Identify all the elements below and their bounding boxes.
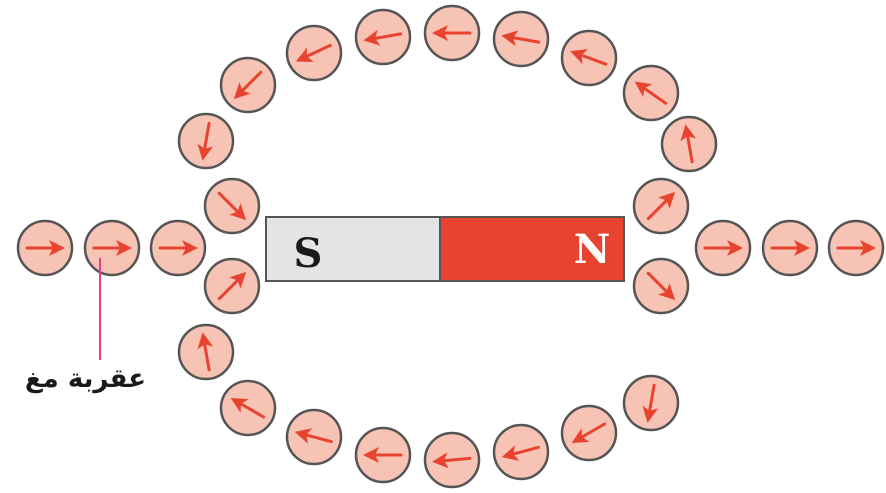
compass-needle-arrow-icon bbox=[25, 240, 65, 256]
magnet-north-pole bbox=[439, 216, 625, 282]
compass bbox=[622, 374, 680, 432]
compass bbox=[632, 257, 690, 315]
compass-needle-arrow-icon bbox=[570, 49, 608, 66]
compass bbox=[492, 10, 550, 68]
compass-needle-arrow-icon bbox=[432, 452, 472, 469]
compass bbox=[660, 115, 718, 173]
compass-needle-arrow-icon bbox=[501, 30, 541, 47]
compass-needle-arrow-icon bbox=[836, 240, 876, 256]
compass-layer bbox=[16, 4, 885, 489]
compass-needle-arrow-icon bbox=[770, 240, 810, 256]
compass-needle-arrow-icon bbox=[501, 445, 540, 461]
compass bbox=[177, 112, 235, 170]
compass-needle-arrow-icon bbox=[432, 25, 472, 41]
compass-needle-arrow-icon bbox=[363, 447, 403, 463]
compass bbox=[149, 219, 207, 277]
compass-needle-arrow-icon bbox=[197, 332, 214, 372]
compass-needle-arrow-icon bbox=[680, 124, 697, 164]
compass bbox=[16, 219, 74, 277]
compass bbox=[492, 423, 550, 481]
compass bbox=[203, 177, 261, 235]
compass bbox=[560, 29, 618, 87]
bar-magnet: S N bbox=[265, 216, 625, 282]
compass-needle-arrow-icon bbox=[634, 81, 668, 105]
compass bbox=[423, 4, 481, 62]
compass bbox=[827, 219, 885, 277]
compass-needle-arrow-icon bbox=[217, 191, 247, 221]
compass-needle-arrow-icon bbox=[642, 383, 659, 423]
compass-needle-arrow-icon bbox=[295, 43, 332, 62]
compass bbox=[219, 379, 277, 437]
compass bbox=[761, 219, 819, 277]
magnet-south-pole bbox=[265, 216, 441, 282]
compass-needle-arrow-icon bbox=[571, 422, 607, 443]
compass bbox=[560, 404, 618, 462]
south-pole-label: S bbox=[294, 230, 323, 277]
compass bbox=[285, 24, 343, 82]
north-pole-label: N bbox=[574, 226, 611, 273]
compass bbox=[354, 8, 412, 66]
compass bbox=[177, 323, 235, 381]
compass bbox=[423, 431, 481, 489]
compass-needle-arrow-icon bbox=[703, 240, 743, 256]
compass-needle-arrow-icon bbox=[294, 428, 333, 444]
compass-needle-arrow-icon bbox=[197, 121, 214, 161]
compass-needle-arrow-icon bbox=[158, 240, 198, 256]
compass bbox=[203, 257, 261, 315]
compass-needle-arrow-icon bbox=[363, 29, 403, 46]
compass bbox=[83, 219, 141, 277]
compass bbox=[694, 219, 752, 277]
compass bbox=[285, 408, 343, 466]
compass-needle-arrow-icon bbox=[92, 240, 132, 256]
compass bbox=[219, 56, 277, 114]
compass bbox=[622, 64, 680, 122]
compass bbox=[632, 177, 690, 235]
compass-needle-arrow-icon bbox=[230, 398, 266, 419]
compass bbox=[354, 426, 412, 484]
compass-needle-label: عقربة مغ bbox=[24, 364, 146, 394]
